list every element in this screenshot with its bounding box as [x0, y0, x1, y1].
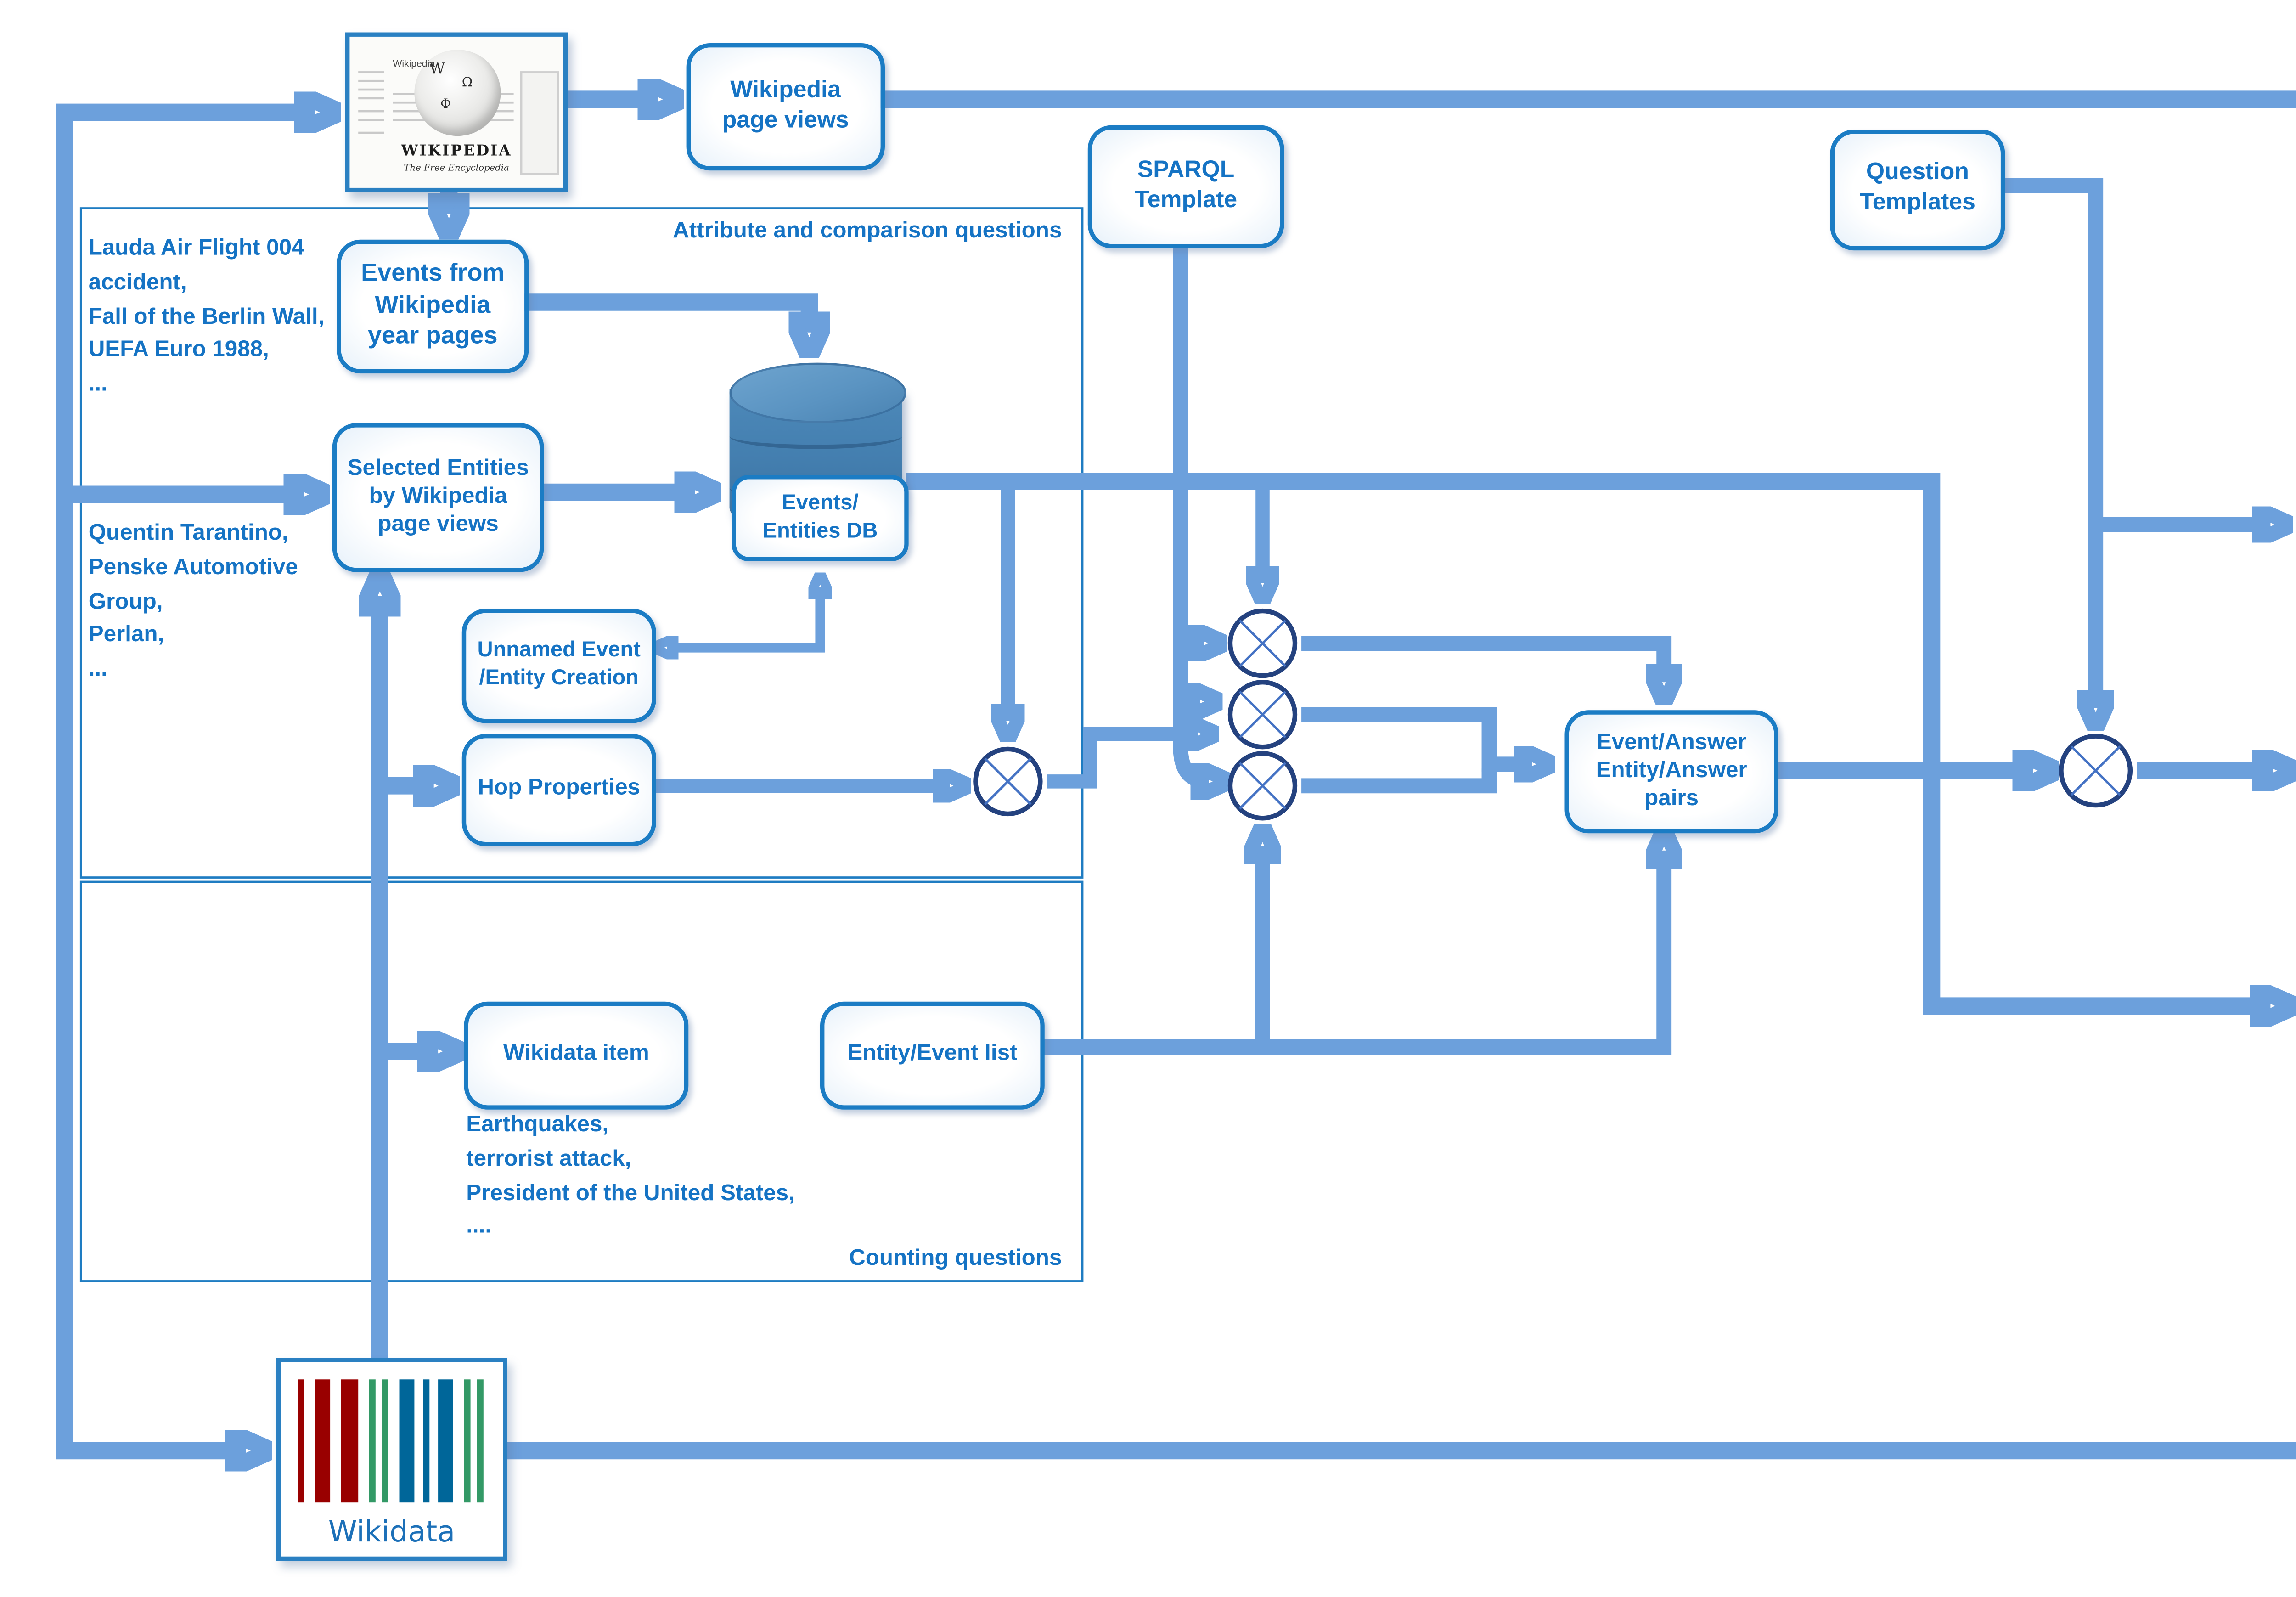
connector-pageviews-to-rating — [876, 90, 2296, 108]
connector-list-to-pairs-bottom — [1040, 851, 1664, 1055]
group-counting-questions: Counting questions — [79, 880, 1084, 1282]
wikidata-stripe — [417, 1379, 422, 1503]
wikidata-stripe — [377, 1379, 381, 1503]
node-events-entities-db: Events/ Entities DB — [732, 475, 909, 561]
wikidata-stripe — [340, 1379, 357, 1503]
connector-templates-to-final-junction — [2000, 178, 2096, 708]
group-attribute-comparison-label: Attribute and comparison questions — [673, 218, 1062, 244]
node-events-from-year-pages: Events from Wikipedia year pages — [337, 239, 529, 374]
node-sparql-template: SPARQL Template — [1087, 125, 1284, 248]
connector-junction3-merge — [1301, 768, 1497, 794]
decor-sidebar-line — [358, 97, 384, 100]
wikidata-stripe — [383, 1379, 388, 1503]
group-counting-label: Counting questions — [849, 1245, 1062, 1272]
wikidata-barcode-icon — [298, 1379, 486, 1503]
wikidata-stripe — [390, 1379, 396, 1503]
wikipedia-wordmark: WIKIPEDIA — [401, 140, 512, 160]
combine-junction-1 — [1227, 608, 1298, 678]
wikipedia-tagline: The Free Encyclopedia — [404, 162, 509, 173]
node-unnamed-event-creation: Unnamed Event /Entity Creation — [461, 609, 656, 723]
annotation-event-examples: Lauda Air Flight 004 accident, Fall of t… — [88, 235, 325, 397]
annotation-entity-examples: Quentin Tarantino, Penske Automotive Gro… — [88, 520, 298, 683]
decor-sidebar-line — [358, 131, 384, 134]
wikipedia-screenshot: W Ω Ф Wikipedia WIKIPEDIA The Free Encyc… — [345, 32, 568, 192]
combine-junction-3 — [1227, 751, 1298, 821]
wikidata-stripe — [464, 1379, 470, 1503]
connector-events-to-db — [524, 293, 809, 333]
decor-sidebar-line — [358, 110, 384, 113]
wikidata-stripe — [307, 1379, 313, 1503]
group-attribute-comparison-questions: Attribute and comparison questions — [79, 207, 1084, 879]
combine-junction-2 — [1227, 680, 1298, 750]
node-wikidata-item: Wikidata item — [464, 1001, 689, 1110]
node-event-answer-pairs: Event/Answer Entity/Answer pairs — [1564, 710, 1778, 834]
decor-sidebar-line — [358, 79, 384, 82]
wikipedia-page-header: Wikipedia — [393, 58, 435, 69]
wikidata-stripe — [332, 1379, 338, 1503]
connector-wikidata-to-metadata — [501, 1442, 2296, 1460]
combine-junction-final — [2059, 734, 2133, 808]
connector-junction1-to-pairs-top — [1301, 636, 1664, 683]
node-question-templates: Question Templates — [1830, 130, 2005, 251]
wikipedia-globe: W Ω Ф — [414, 50, 501, 136]
wikidata-stripe — [456, 1379, 462, 1503]
wikidata-stripe — [359, 1379, 367, 1503]
node-hop-properties: Hop Properties — [461, 734, 656, 846]
node-entity-event-list: Entity/Event list — [820, 1001, 1045, 1110]
connector-hopjunction-to-junction2 — [1047, 734, 1198, 789]
decor-sidebar-line — [358, 71, 384, 73]
wikidata-stripe — [315, 1379, 331, 1503]
node-wikipedia-page-views: Wikipedia page views — [686, 43, 885, 171]
wikidata-logo: Wikidata — [276, 1358, 507, 1561]
wikidata-stripe — [472, 1379, 476, 1503]
connector-wikidata-spine — [56, 112, 315, 1450]
wikidata-stripe — [398, 1379, 416, 1503]
wikidata-stripe — [369, 1379, 375, 1503]
annotation-item-examples: Earthquakes, terrorist attack, President… — [466, 1112, 795, 1240]
connector-junction2-to-pairs-left — [1301, 707, 1532, 764]
wikipedia-infobox — [520, 71, 559, 175]
wikidata-stripe — [478, 1379, 484, 1503]
connector-db-to-metadata — [906, 473, 2270, 1006]
connector-sparql-to-junction3 — [1173, 244, 1209, 781]
wikidata-stripe — [423, 1379, 429, 1503]
wikidata-stripe — [298, 1379, 305, 1503]
combine-junction-hop — [973, 746, 1043, 817]
node-selected-entities: Selected Entities by Wikipedia page view… — [332, 423, 544, 572]
wikidata-stripe — [431, 1379, 435, 1503]
wikidata-stripe — [437, 1379, 454, 1503]
connector-db-unnamed-bidirectional — [667, 587, 820, 648]
decor-sidebar-line — [358, 119, 384, 121]
decor-sidebar-line — [358, 88, 384, 91]
wikidata-logo-label: Wikidata — [328, 1515, 456, 1550]
